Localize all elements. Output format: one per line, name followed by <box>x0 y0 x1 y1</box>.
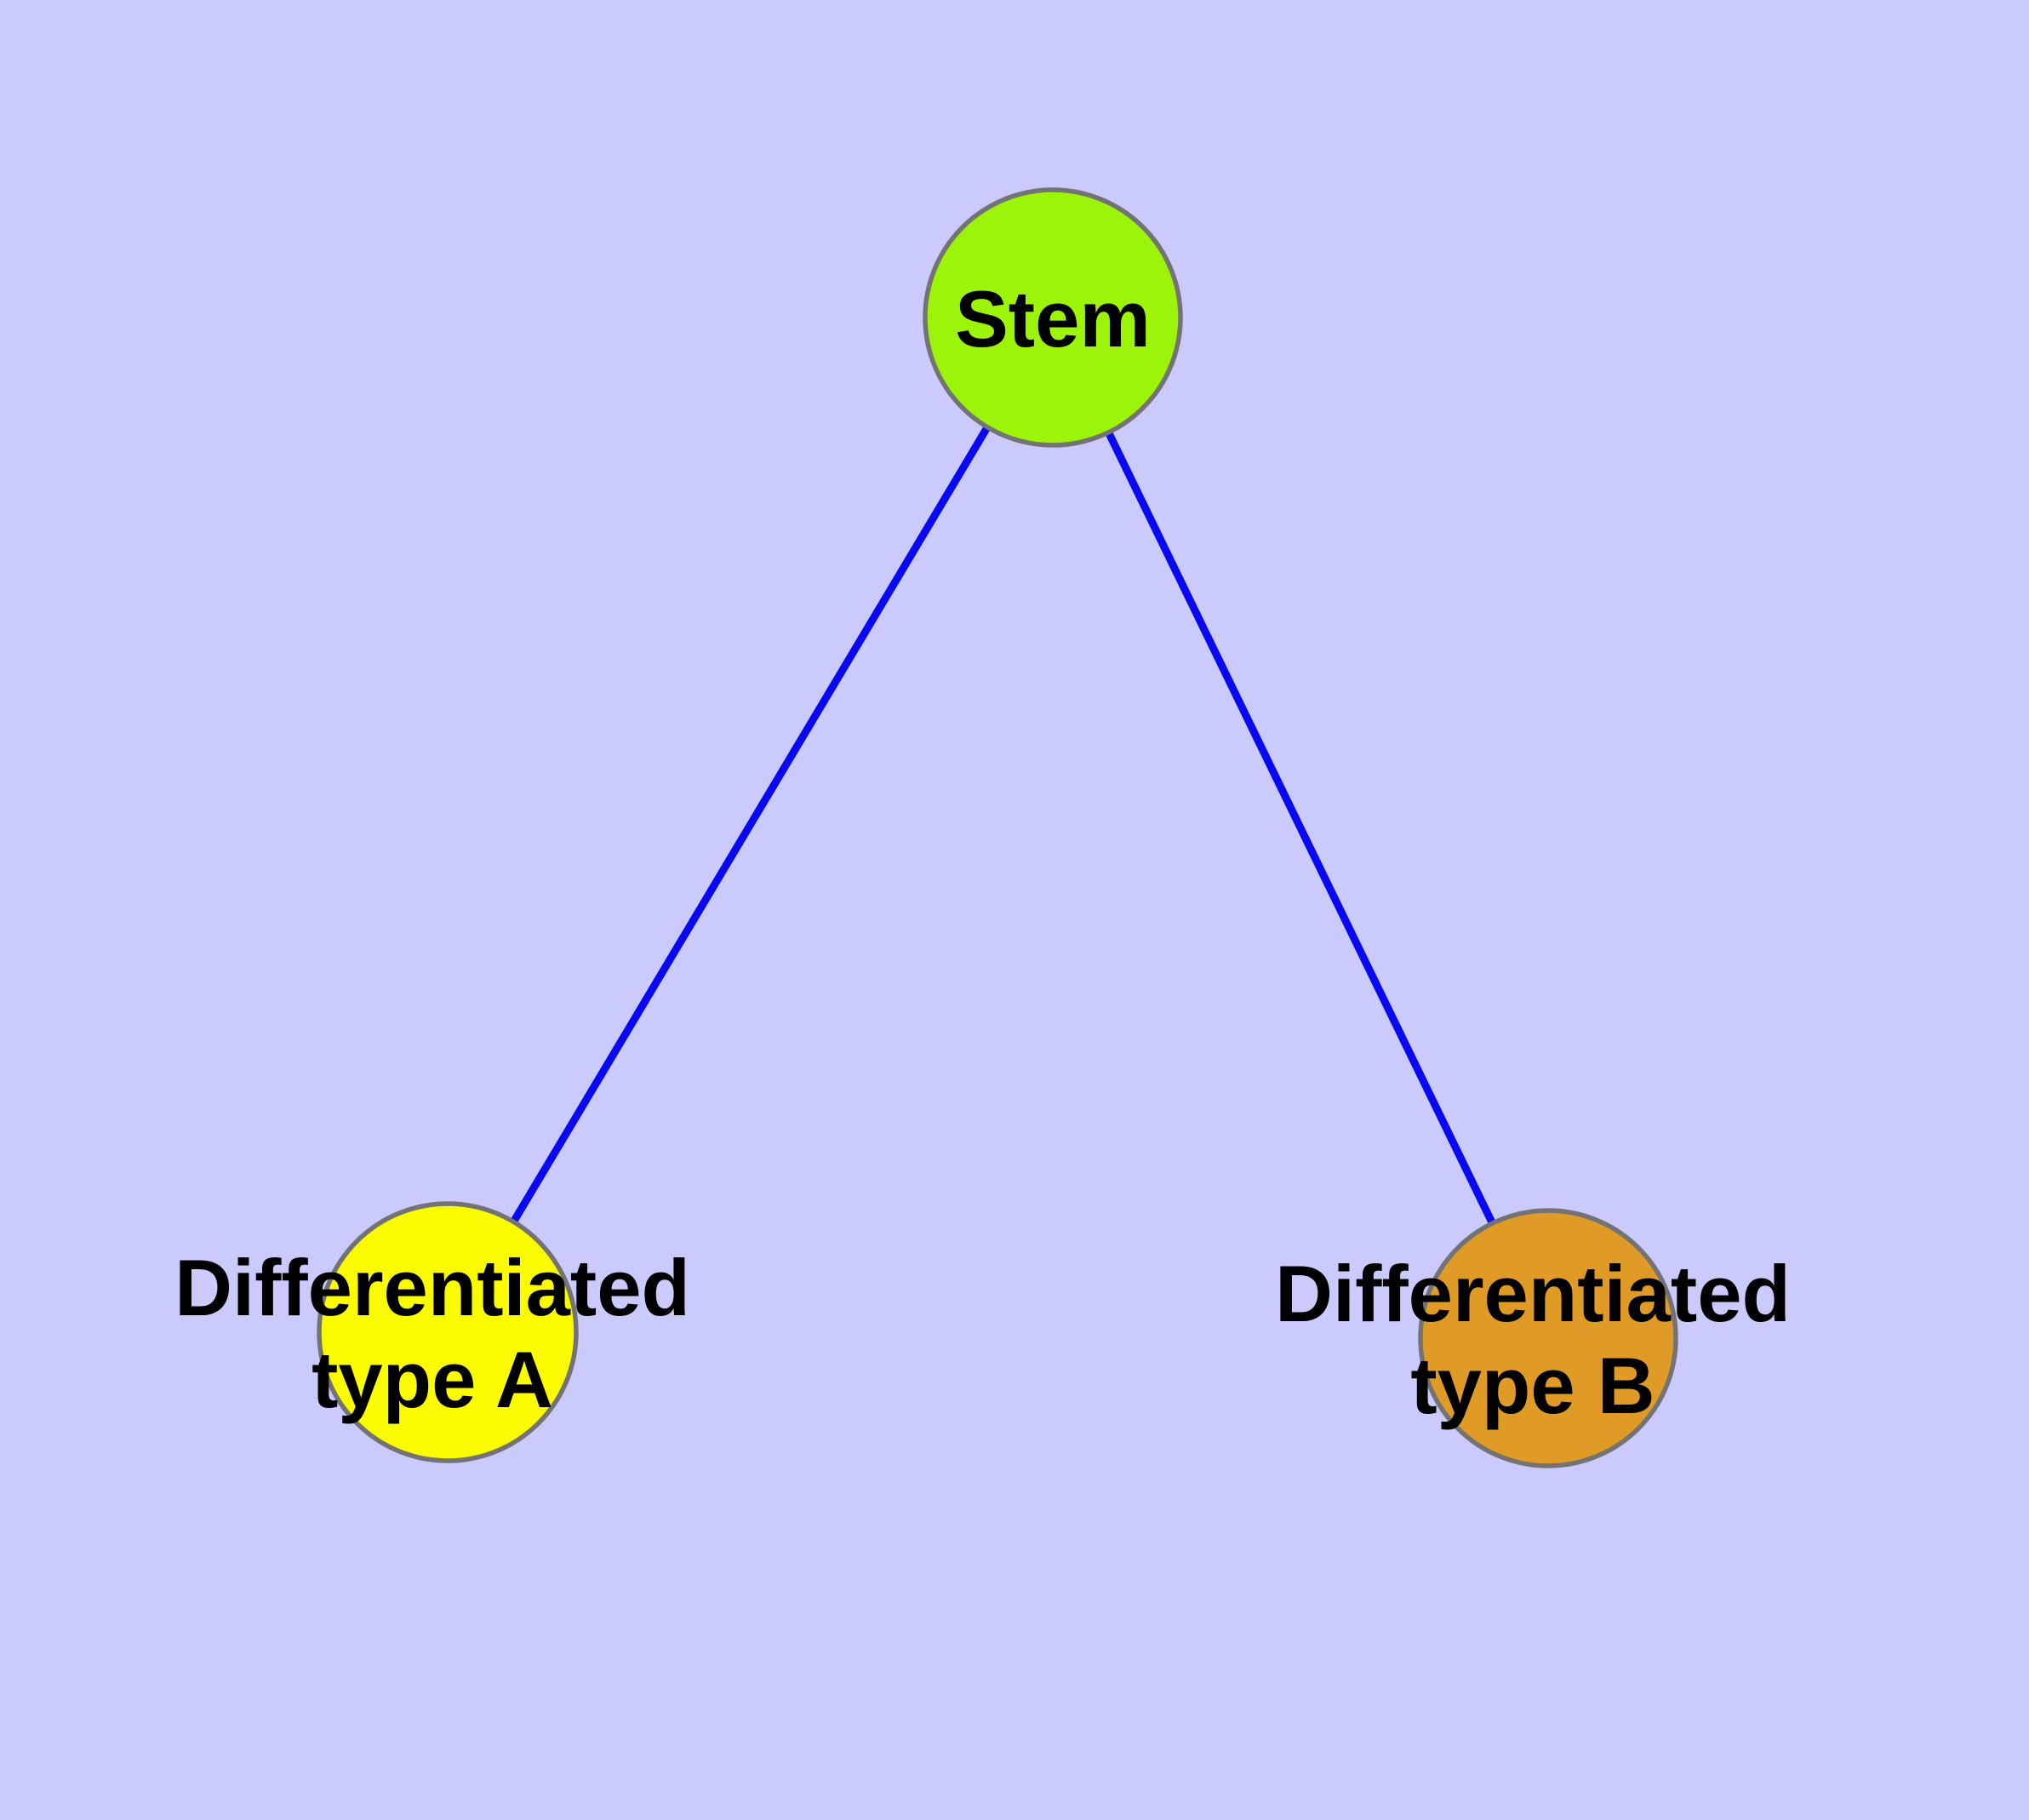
node-stem-circle <box>923 187 1183 448</box>
node-differentiated-type-a-circle <box>317 1201 579 1463</box>
edge-stem-to-type-b <box>1049 316 1552 1340</box>
edge-stem-to-type-a <box>444 315 1056 1335</box>
node-differentiated-type-b-circle <box>1418 1208 1678 1468</box>
